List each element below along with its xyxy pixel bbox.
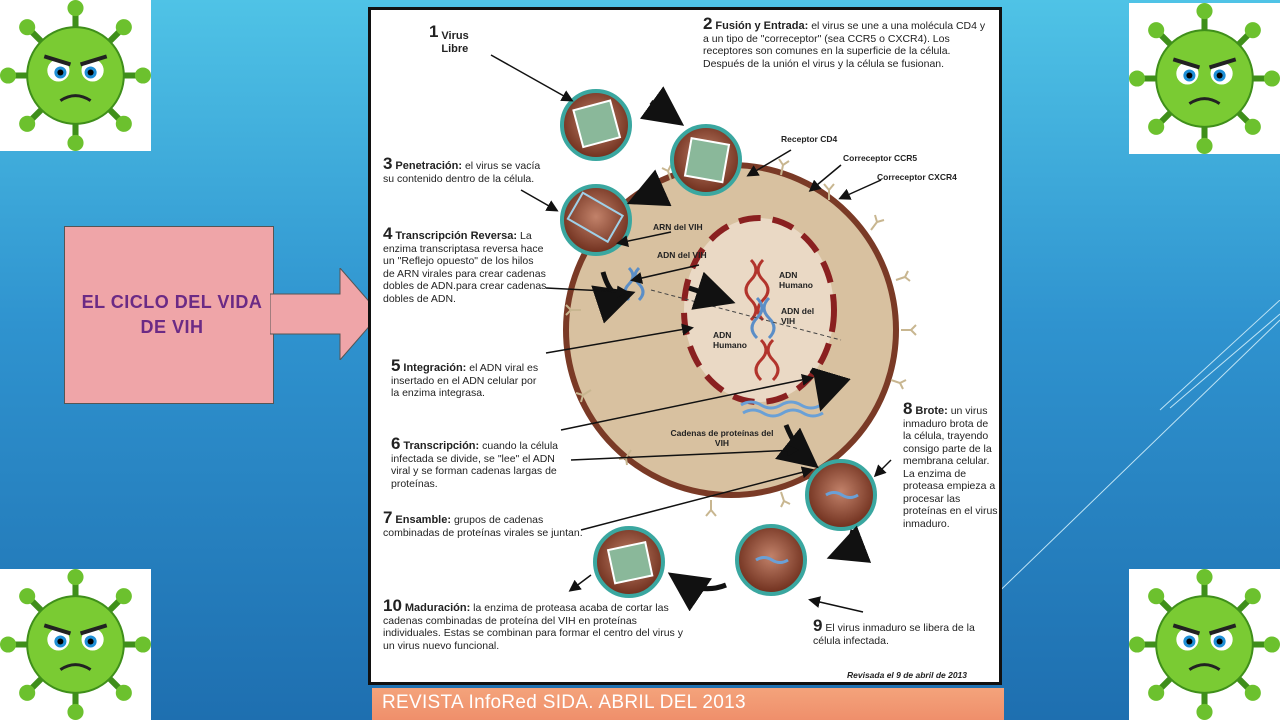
step-1-label: 1 Virus Libre xyxy=(429,22,469,55)
label-receptor-cd4: Receptor CD4 xyxy=(781,134,838,144)
corner-virus-image-bottom-left xyxy=(0,569,151,720)
angry-virus-icon xyxy=(0,569,151,720)
diagram-artwork xyxy=(490,54,917,613)
callout-title: EL CICLO DEL VIDA DE VIH xyxy=(81,292,263,337)
label-adn-humano-1: ADN Humano xyxy=(779,270,813,290)
step-5-label: 5 Integración: el ADN viral es insertado… xyxy=(391,356,539,399)
corner-virus-image-top-left xyxy=(0,0,151,151)
label-cadenas-proteinas: Cadenas de proteínas del VIH xyxy=(670,428,774,448)
step-6-label: 6 Transcripción: cuando la célula infect… xyxy=(391,434,558,490)
hiv-life-cycle-diagram: 1 Virus Libre 2 Fusión y Entrada: el vir… xyxy=(368,7,1002,685)
step-7-label: 7 Ensamble: grupos de cadenas combinadas… xyxy=(383,508,583,539)
corner-virus-image-top-right xyxy=(1129,3,1280,154)
step-2-label: 2 Fusión y Entrada: el virus se une a un… xyxy=(703,14,986,70)
label-adn-del-vih-2: ADN del VIH xyxy=(781,306,815,326)
decorative-lines xyxy=(980,300,1280,611)
label-arn-vih: ARN del VIH xyxy=(653,222,703,232)
step-3-label: 3 Penetración: el virus se vacía su cont… xyxy=(383,154,541,185)
virus-particles xyxy=(560,89,877,598)
callout-arrow xyxy=(270,268,381,360)
step-4-label: 4 Transcripción Reversa: La enzima trans… xyxy=(383,224,547,305)
caption-text: REVISTA InfoRed SIDA. ABRIL DEL 2013 xyxy=(382,692,746,713)
label-correceptor-ccr5: Correceptor CCR5 xyxy=(843,153,918,163)
label-adn-humano-2: ADN Humano xyxy=(713,330,747,350)
caption-bar: REVISTA InfoRed SIDA. ABRIL DEL 2013 xyxy=(372,688,1004,720)
angry-virus-icon xyxy=(0,0,151,151)
angry-virus-icon xyxy=(1129,569,1280,720)
revised-date: Revisada el 9 de abril de 2013 xyxy=(847,670,968,680)
step-9-label: 9 El virus inmaduro se libera de la célu… xyxy=(813,616,975,647)
step-8-label: 8 Brote: un virus inmaduro brota de la c… xyxy=(903,399,998,530)
step-10-label: 10 Maduración: la enzima de proteasa aca… xyxy=(383,596,683,652)
corner-virus-image-bottom-right xyxy=(1129,569,1280,720)
label-adn-vih: ADN del VIH xyxy=(657,250,707,260)
callout-box xyxy=(64,226,274,404)
label-correceptor-cxcr4: Correceptor CXCR4 xyxy=(877,172,957,182)
angry-virus-icon xyxy=(1129,3,1280,154)
